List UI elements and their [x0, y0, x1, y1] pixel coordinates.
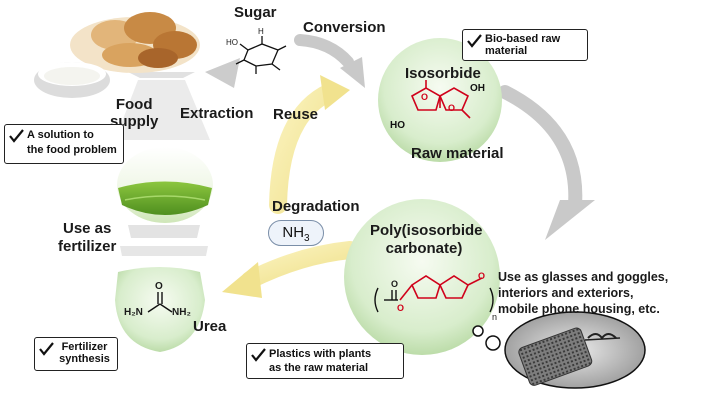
thought-bubble-mid: [485, 335, 501, 351]
isosorbide-label: Isosorbide: [405, 65, 481, 82]
reuse-arrow: [269, 83, 339, 214]
glucose-oh-left: HO: [226, 38, 238, 47]
isosorbide-oh: OH: [470, 83, 485, 94]
sugar-label: Sugar: [234, 4, 277, 21]
isosorbide-structure: [410, 80, 471, 119]
polymer-structure: [374, 287, 494, 313]
fertilizer-synthesis-note-text: Fertilizer synthesis: [59, 341, 110, 365]
glucose-h: H: [258, 27, 264, 36]
checkmark-icon: [251, 348, 266, 362]
extraction-arrow: [128, 72, 195, 78]
polymer-o-right: O: [478, 271, 486, 281]
checkmark-icon: [467, 34, 482, 48]
polymer-n-subscript: n: [492, 312, 498, 322]
polymerization-arrow: [498, 85, 583, 212]
urea-nh2-left: H₂N: [124, 307, 143, 318]
polymer-carbonyl-o: O: [391, 279, 399, 289]
phone-goggles-product-image: [504, 311, 646, 389]
isosorbide-o1: O: [421, 92, 429, 102]
urea-structure: [147, 292, 173, 313]
fertilizer-arrow-stripe1: [128, 225, 200, 238]
glucose-structure: [235, 36, 287, 74]
extraction-arrow-body: [115, 80, 210, 140]
thought-bubble-small: [472, 325, 484, 337]
rice-field-image: [117, 147, 213, 223]
polymer-name-label: Poly(isosorbide carbonate): [370, 222, 483, 257]
uses-label: Use as glasses and goggles, interiors an…: [498, 270, 669, 316]
reuse-label: Reuse: [273, 106, 319, 123]
extraction-label: Extraction: [180, 105, 254, 122]
upward-arrow-head: [205, 58, 240, 88]
fertilizer-synthesis-note: Fertilizer synthesis: [34, 337, 118, 371]
checkmark-icon: [39, 342, 54, 356]
ammonia-badge: NH3: [268, 220, 324, 246]
degradation-label: Degradation: [272, 198, 360, 215]
conversion-arrow-head: [340, 57, 365, 88]
bio-based-note-text: Bio-based raw material: [485, 33, 561, 57]
conversion-arrow: [294, 34, 354, 68]
raw-material-label: Raw material: [411, 145, 504, 162]
urea-bubble: [115, 267, 205, 352]
reuse-arrow-head: [320, 75, 350, 110]
plastics-note-text: Plastics with plants as the raw material: [269, 348, 372, 374]
bread-food-image: [34, 12, 200, 98]
ammonia-text: NH: [282, 224, 305, 241]
use-as-fertilizer-label: Use as fertilizer: [58, 220, 117, 255]
polymer-o-left: O: [397, 303, 405, 313]
urea-o: O: [155, 281, 163, 292]
polymerization-arrow-head: [545, 200, 595, 240]
degradation-arrow-head: [222, 262, 262, 298]
ammonia-subscript: 3: [304, 233, 310, 244]
food-problem-note: A solution to the food problem: [4, 124, 124, 164]
polymer-bubble: [344, 199, 500, 355]
polymer-ring: [399, 275, 483, 301]
urea-nh2-right: NH₂: [172, 307, 191, 318]
food-problem-note-text: A solution to the food problem: [27, 129, 117, 156]
fertilizer-arrow-stripe2: [120, 246, 208, 256]
bio-based-note: Bio-based raw material: [462, 29, 588, 61]
urea-label: Urea: [193, 318, 227, 335]
plastics-note: Plastics with plants as the raw material: [246, 343, 404, 379]
conversion-label: Conversion: [303, 19, 386, 36]
isosorbide-o2: O: [448, 103, 456, 113]
degradation-arrow: [241, 241, 359, 289]
checkmark-icon: [9, 129, 24, 143]
isosorbide-ho: HO: [390, 120, 405, 131]
